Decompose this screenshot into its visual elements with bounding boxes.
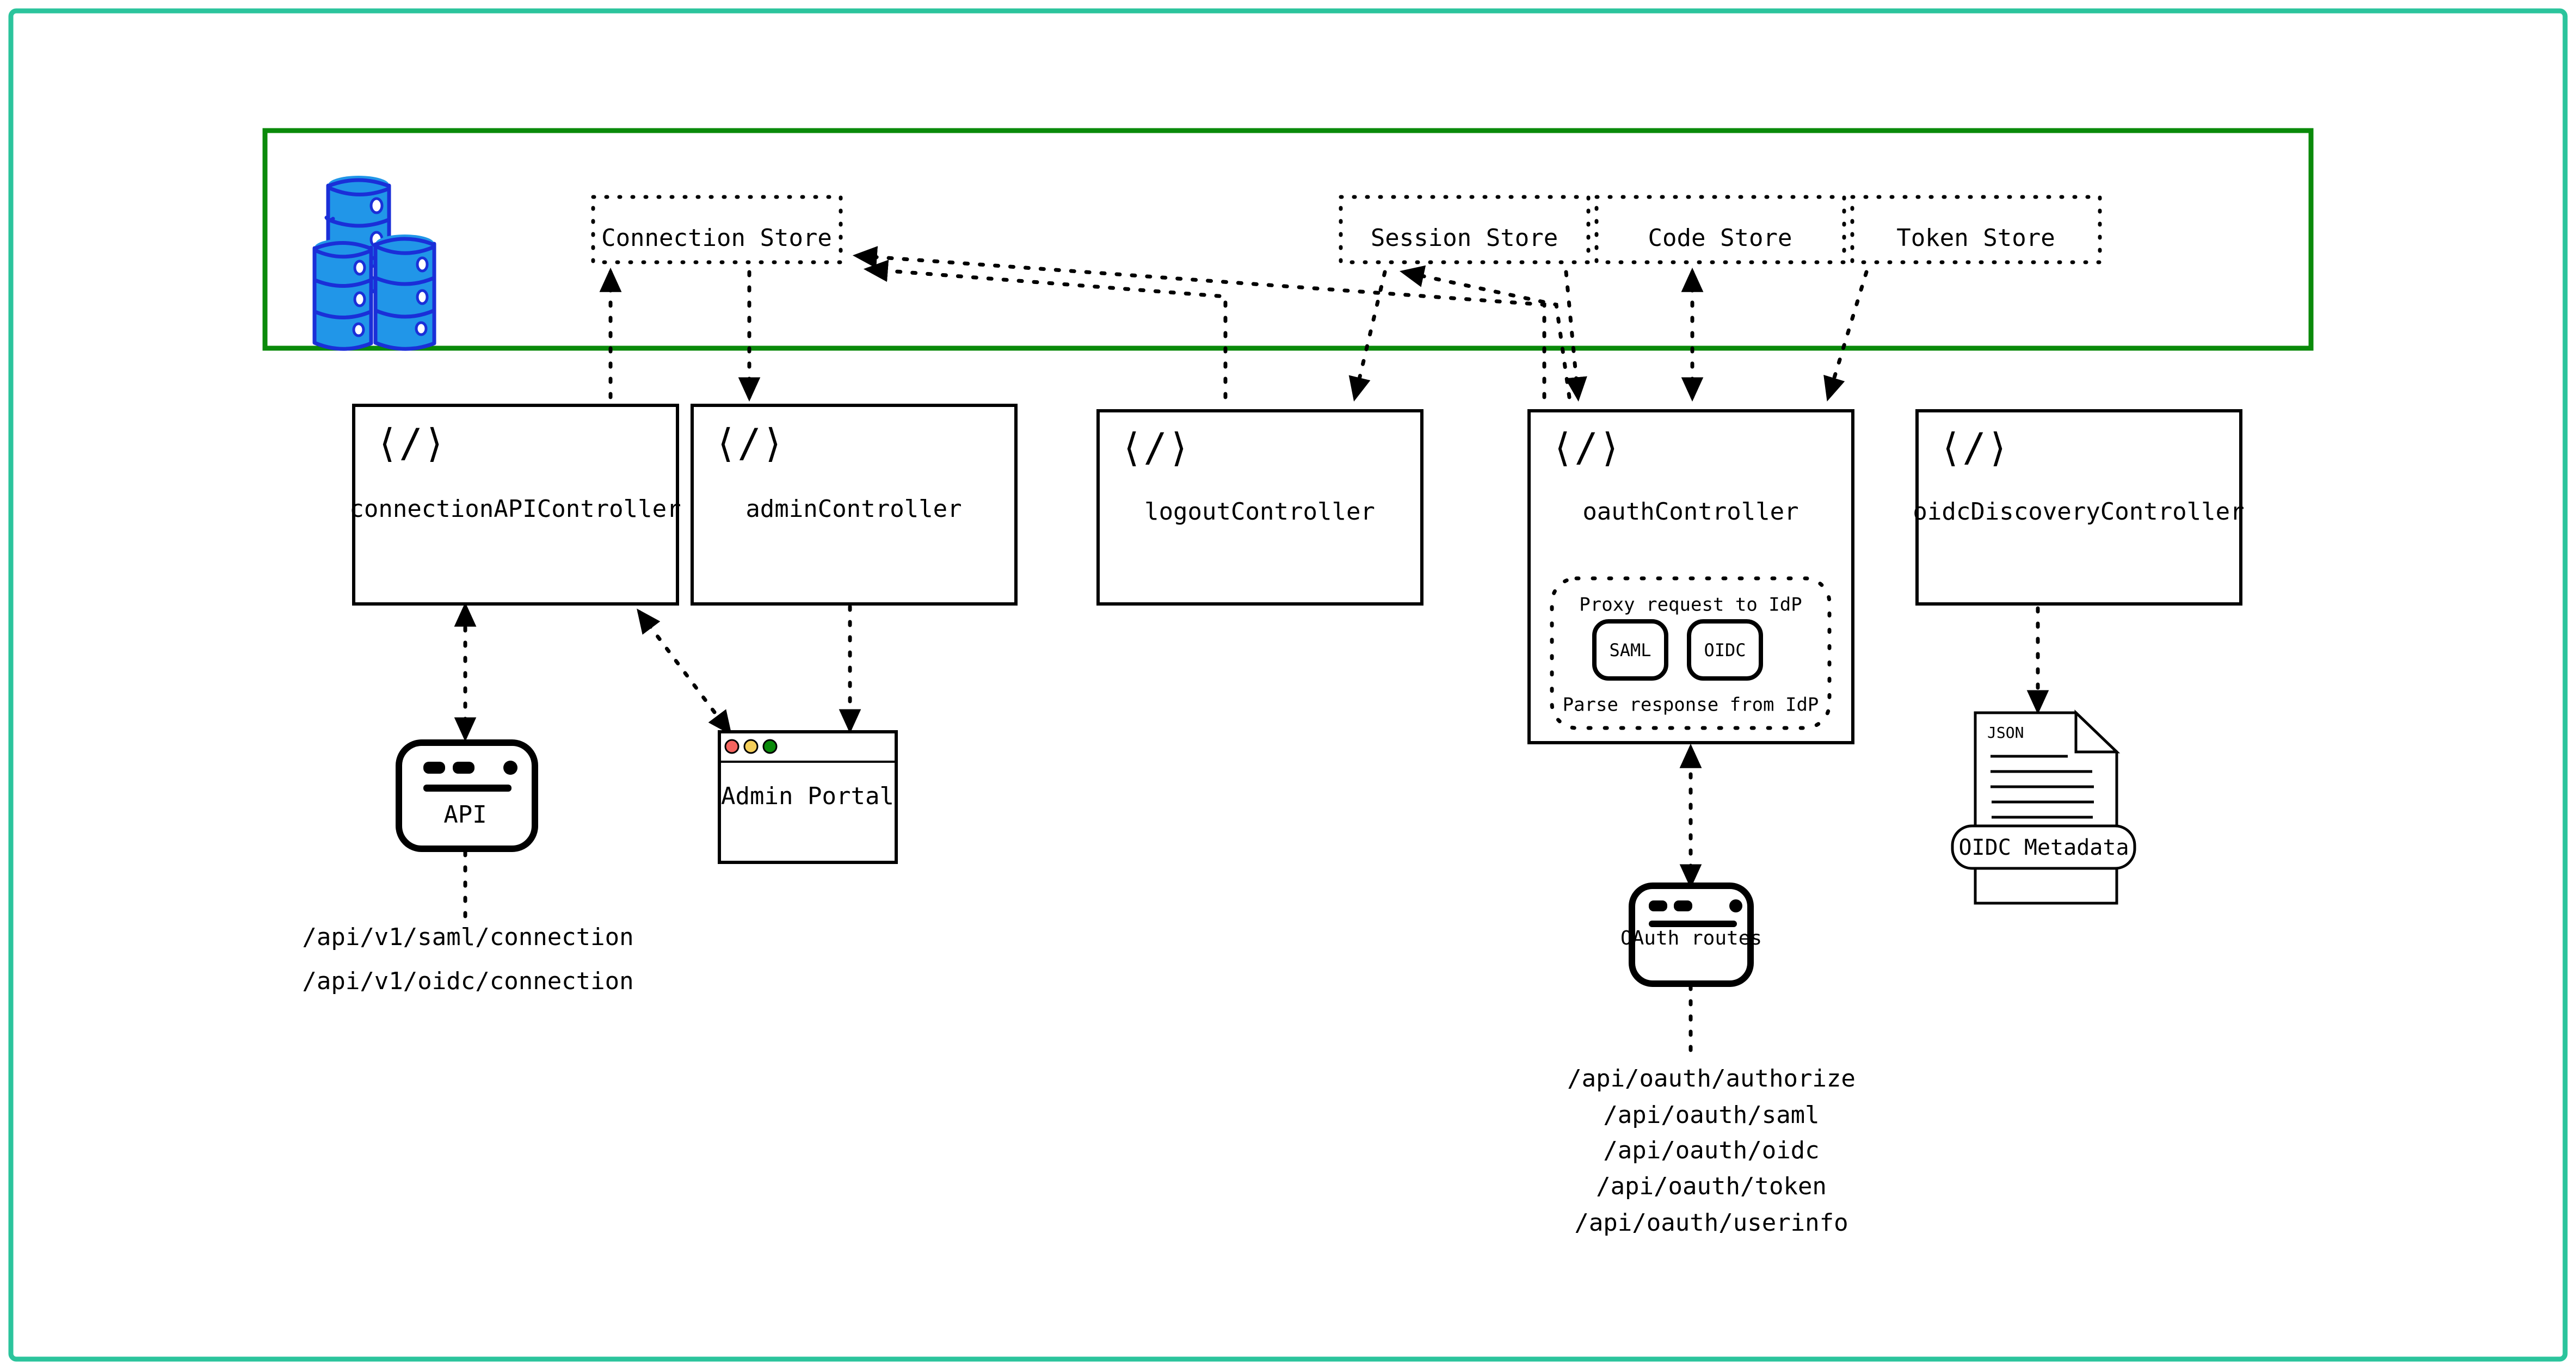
traffic-light-green: [762, 739, 778, 754]
traffic-light-red: [724, 739, 739, 754]
flow-session-store-to-logout-controller: [1348, 270, 1387, 402]
idp-proxy-panel: Proxy request to IdP SAML OIDC Parse res…: [1550, 576, 1832, 730]
endpoint-route: /api/oauth/token: [1596, 1172, 1827, 1200]
endpoint-route: /api/oauth/userinfo: [1574, 1209, 1848, 1237]
store-session-store[interactable]: Session Store: [1339, 195, 1591, 264]
parse-response-label: Parse response from IdP: [1563, 694, 1819, 716]
controller-label: adminController: [745, 495, 962, 523]
oauth-routes-device[interactable]: OAuth routes: [1620, 883, 1762, 987]
oauth-endpoints: /api/oauth/authorize /api/oauth/saml /ap…: [1567, 1065, 1856, 1237]
store-token-store[interactable]: Token Store: [1850, 195, 2102, 264]
endpoint-route: /api/oauth/saml: [1603, 1101, 1819, 1129]
chip-label: SAML: [1609, 640, 1651, 661]
device-label: OIDC Metadata: [1958, 835, 2129, 860]
database-stack-icon: [312, 176, 436, 351]
controller-label: connectionAPIController: [349, 495, 681, 523]
flow-logout-controller-to-connection-store: [863, 260, 1228, 399]
admin-portal[interactable]: Admin Portal: [718, 730, 898, 864]
controller-label: oidcDiscoveryController: [1913, 498, 2244, 526]
device-label: OAuth routes: [1620, 927, 1762, 949]
connection-endpoints: /api/v1/saml/connection /api/v1/oidc/con…: [302, 923, 633, 995]
code-icon: ⟨/⟩: [1551, 425, 1622, 471]
store-connection-store[interactable]: Connection Store: [591, 195, 843, 264]
controller-oidc-discovery-controller[interactable]: ⟨/⟩ oidcDiscoveryController: [1913, 409, 2245, 606]
flow-oauth-controller-to-connection-store: [852, 246, 1546, 399]
controller-connection-api-controller[interactable]: ⟨/⟩ connectionAPIController: [349, 404, 681, 606]
oidc-chip[interactable]: OIDC: [1687, 619, 1763, 681]
api-device[interactable]: API: [396, 739, 538, 852]
flow-oauth-controller-to-session-store: [1400, 265, 1572, 399]
proxy-request-label: Proxy request to IdP: [1579, 594, 1802, 616]
flow-token-store-to-oauth-controller: [1823, 270, 1869, 402]
controller-admin-controller[interactable]: ⟨/⟩ adminController: [691, 404, 1018, 606]
traffic-light-yellow: [743, 739, 759, 754]
store-label: Code Store: [1648, 224, 1792, 252]
endpoint-route: /api/v1/oidc/connection: [302, 967, 633, 995]
flow-session-store-to-oauth-controller: [1564, 270, 1587, 402]
code-icon: ⟨/⟩: [1939, 425, 2010, 471]
store-label: Token Store: [1896, 224, 2055, 252]
controller-logout-controller[interactable]: ⟨/⟩ logoutController: [1096, 409, 1423, 606]
controller-oauth-controller[interactable]: ⟨/⟩ oauthController Proxy request to IdP…: [1527, 409, 1854, 744]
store-label: Session Store: [1371, 224, 1558, 252]
device-label: API: [443, 801, 486, 829]
saml-chip[interactable]: SAML: [1592, 619, 1668, 681]
code-icon: ⟨/⟩: [1120, 425, 1191, 471]
json-badge: JSON: [1987, 724, 2024, 742]
oidc-metadata-doc[interactable]: JSON OIDC Metadata: [1951, 709, 2136, 905]
store-label: Connection Store: [601, 224, 832, 252]
outer-frame: [8, 8, 2568, 1362]
controller-label: oauthController: [1582, 498, 1798, 526]
storage-panel: [262, 128, 2314, 351]
endpoint-route: /api/oauth/oidc: [1603, 1137, 1819, 1164]
endpoint-route: /api/oauth/authorize: [1567, 1065, 1856, 1093]
code-icon: ⟨/⟩: [375, 421, 446, 466]
device-label: Admin Portal: [721, 782, 894, 810]
store-code-store[interactable]: Code Store: [1594, 195, 1846, 264]
controller-label: logoutController: [1144, 498, 1375, 526]
code-icon: ⟨/⟩: [714, 421, 785, 466]
flow-connection-api-controller-to-admin-portal: [637, 608, 732, 736]
endpoint-route: /api/v1/saml/connection: [302, 923, 633, 951]
chip-label: OIDC: [1704, 640, 1746, 661]
